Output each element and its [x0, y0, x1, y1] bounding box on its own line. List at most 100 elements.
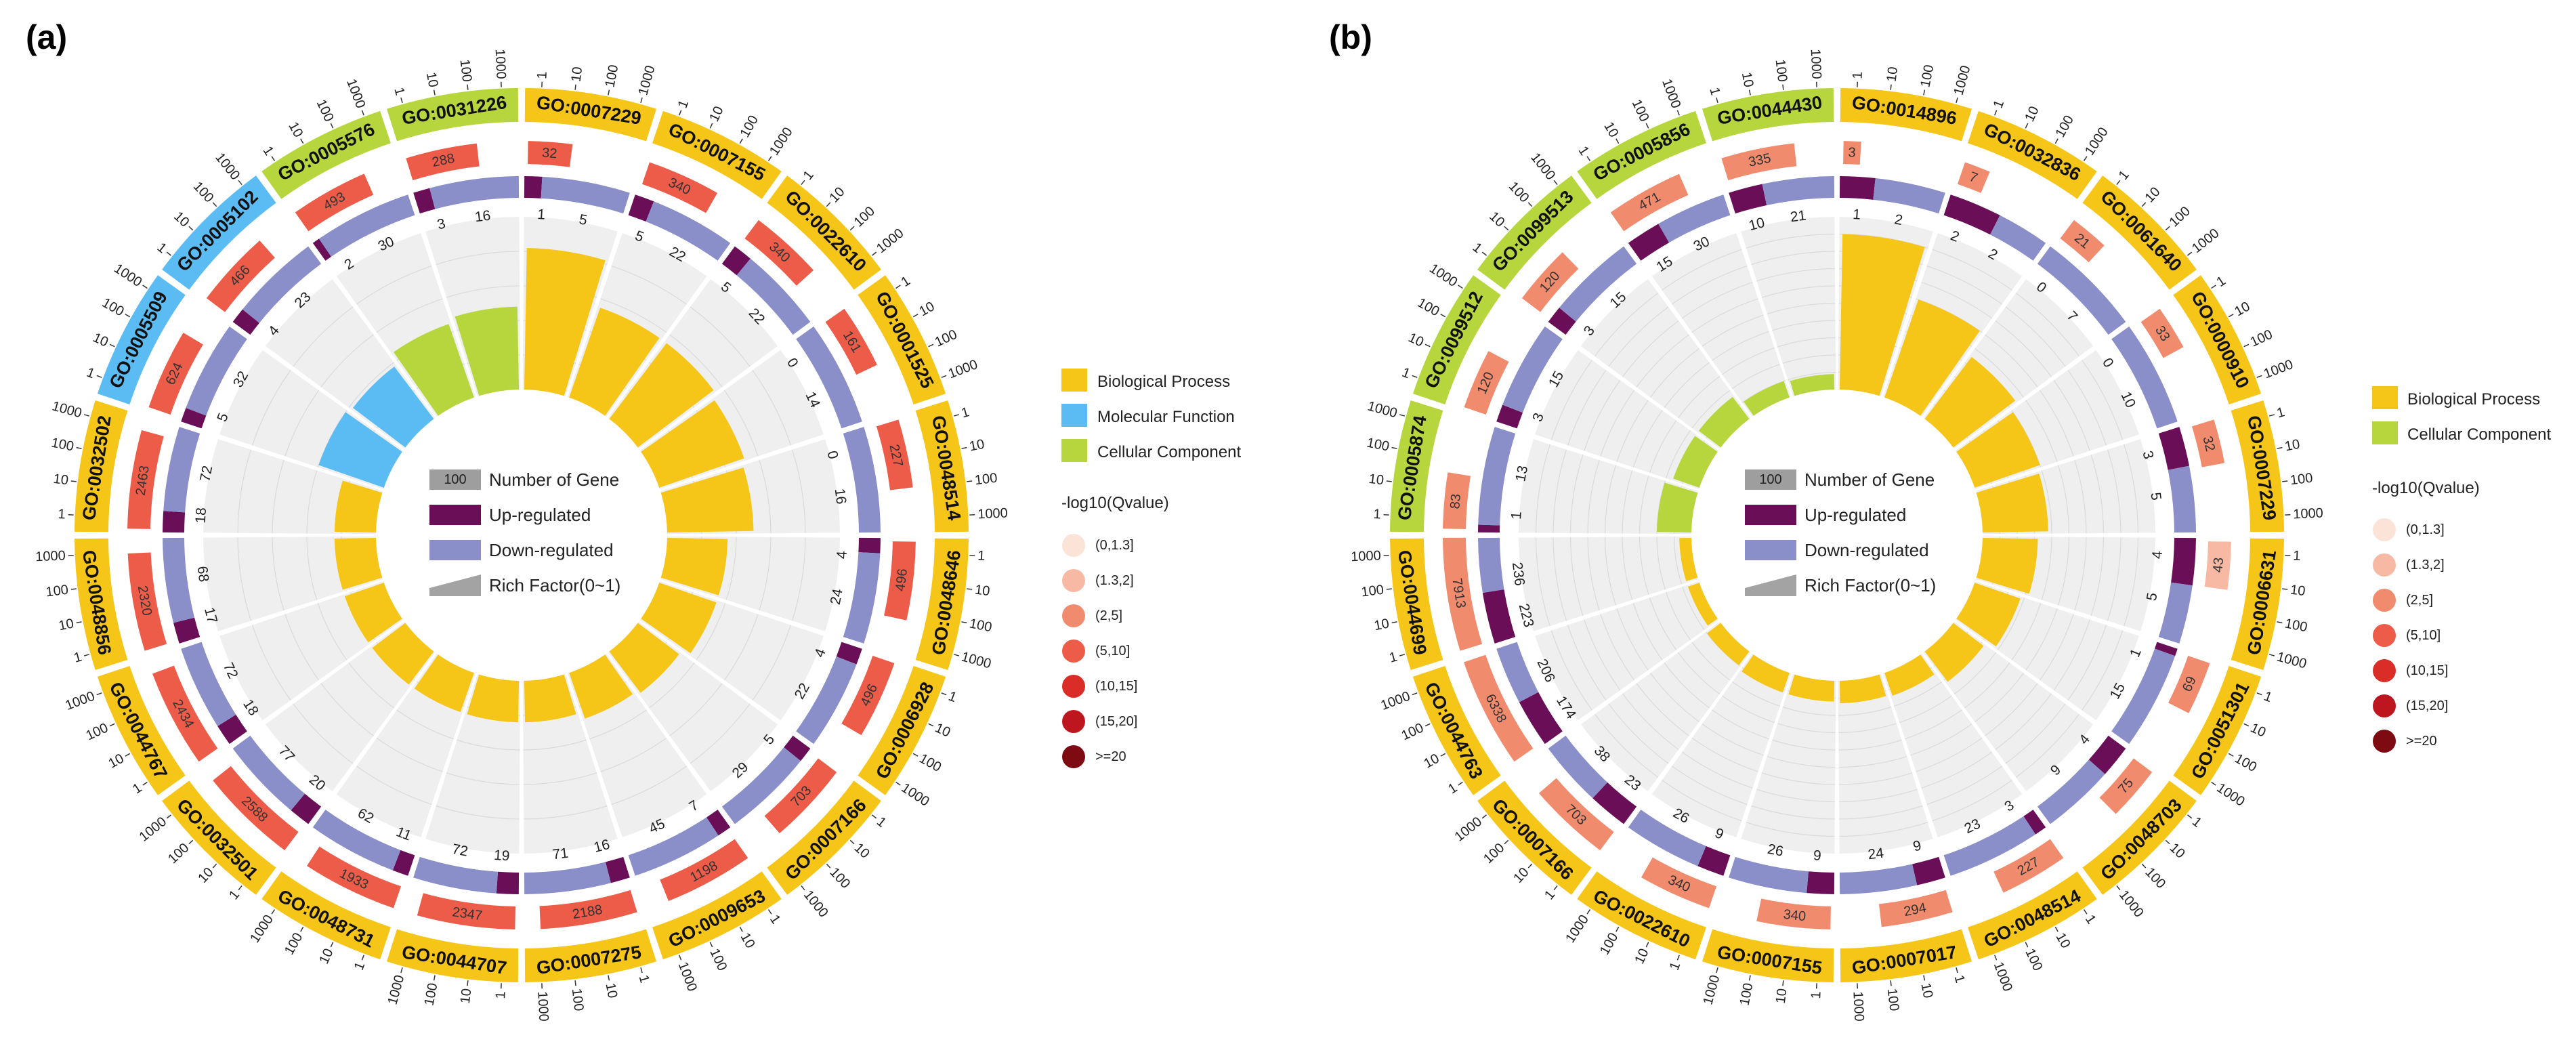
scale-tick-mark [1481, 251, 1487, 256]
scale-tick-label: 1 [946, 689, 958, 706]
scale-tick-label: 10 [2283, 437, 2301, 455]
term-block [1840, 929, 1972, 982]
scale-tick-label: 10 [285, 120, 305, 140]
rich-factor-bar [372, 623, 434, 685]
scale-tick-label: 100 [851, 204, 878, 230]
qvalue-label: (5,10] [2406, 628, 2441, 643]
qvalue-legend-a-title: -log10(Qvalue) [1061, 494, 1169, 512]
qvalue-swatch [2373, 589, 2396, 612]
down-regulated-bar [524, 862, 611, 894]
up-regulated-bar [1912, 856, 1945, 885]
scale-tick-label: 1 [899, 274, 913, 290]
gene-number-label: 3 [1848, 145, 1856, 160]
guide-ring [1722, 695, 1775, 724]
scale-tick-mark [2243, 343, 2250, 348]
guide-ring [1666, 430, 1691, 479]
scale-tick-label: 10 [316, 946, 336, 966]
scale-tick-label: 10 [458, 988, 475, 1005]
down-count-label: 72 [450, 841, 469, 860]
scale-tick-mark [1440, 753, 1446, 757]
scale-tick-mark [125, 314, 131, 318]
scale-tick-mark [1748, 89, 1751, 96]
rich-factor-bar [1687, 583, 1718, 626]
scale-tick-mark [1391, 446, 1397, 449]
scale-tick-mark [1923, 89, 1926, 96]
scale-tick-mark [2228, 753, 2234, 757]
scale-tick-label: 10 [1739, 71, 1756, 89]
guide-ring [2025, 608, 2058, 671]
scale-tick-mark [1504, 839, 1509, 845]
scale-tick-label: 1000 [636, 64, 658, 97]
scale-tick-label: 10 [58, 616, 75, 633]
scale-tick-mark [2165, 839, 2170, 845]
guide-ring [1838, 739, 1902, 751]
rich-factor-bar [1839, 234, 1925, 396]
up-count-label: 4 [834, 550, 850, 559]
up-count-label: 3 [2139, 449, 2156, 461]
guide-ring [611, 265, 687, 305]
guide-ring [1905, 709, 1962, 740]
gene-number-bar [641, 162, 718, 213]
scale-tick-mark [709, 123, 713, 129]
down-regulated-bar [1628, 810, 1706, 866]
scale-tick-mark [400, 967, 403, 974]
term-block [1390, 400, 1443, 532]
rich-factor-bar [1744, 381, 1790, 416]
up-count-label: 3 [436, 215, 447, 232]
scale-tick-mark [953, 654, 960, 656]
guide-ring [2053, 619, 2090, 691]
gene-number-bar [206, 240, 275, 312]
scale-tick-mark [1424, 723, 1431, 727]
guide-ring [293, 703, 354, 764]
scale-tick-label: 100 [1884, 988, 1902, 1012]
down-regulated-bar [628, 817, 719, 876]
guide-ring [284, 614, 320, 681]
scale-tick-label: 1 [2082, 913, 2098, 927]
guide-ring [1604, 537, 1617, 606]
scale-tick-label: 1000 [35, 548, 66, 564]
guide-ring [1772, 739, 1836, 751]
down-regulated-bar [2037, 246, 2126, 335]
scale-tick-label: 1 [1542, 887, 1558, 902]
gene-number-bar [152, 665, 218, 762]
guide-ring [2015, 713, 2080, 778]
scale-tick-label: 100 [314, 98, 337, 125]
guide-ring [1722, 347, 1775, 375]
legend-a-swatch-bp [1061, 369, 1087, 392]
guide-ring [1672, 766, 1748, 806]
rich-track-bg [1580, 278, 1751, 449]
down-regulated-bar [736, 258, 811, 335]
guide-ring [1587, 459, 1600, 534]
scale-tick-mark [76, 446, 82, 449]
scale-tick-mark [826, 202, 831, 207]
guide-ring [1553, 537, 1567, 621]
scale-tick-mark [1676, 955, 1680, 961]
guide-ring [293, 306, 354, 367]
scale-tick-mark [188, 839, 194, 845]
guide-ring [2025, 400, 2058, 462]
scale-tick-label: 100 [2053, 113, 2077, 140]
guide-ring [348, 362, 395, 409]
qvalue-swatch [1062, 569, 1085, 592]
guide-ring [2067, 625, 2107, 700]
scale-tick-label: 1000 [534, 991, 551, 1022]
scale-tick-label: 100 [457, 58, 475, 83]
down-count-label: 72 [197, 464, 215, 482]
guide-ring [696, 603, 726, 661]
scale-tick-label: 100 [2248, 327, 2275, 350]
guide-ring [317, 603, 347, 661]
guide-ring [1636, 334, 1689, 388]
rich-factor-bar [353, 367, 434, 448]
guide-ring [457, 739, 520, 751]
guide-ring [1691, 390, 1731, 429]
scale-tick-label: 100 [1629, 98, 1652, 125]
up-regulated-bar [2154, 642, 2178, 656]
term-block [524, 929, 657, 982]
rich-factor-bar [1673, 436, 1718, 488]
down-count-label: 5 [2144, 591, 2161, 602]
up-regulated-bar [1628, 224, 1670, 261]
guide-ring [723, 390, 759, 457]
